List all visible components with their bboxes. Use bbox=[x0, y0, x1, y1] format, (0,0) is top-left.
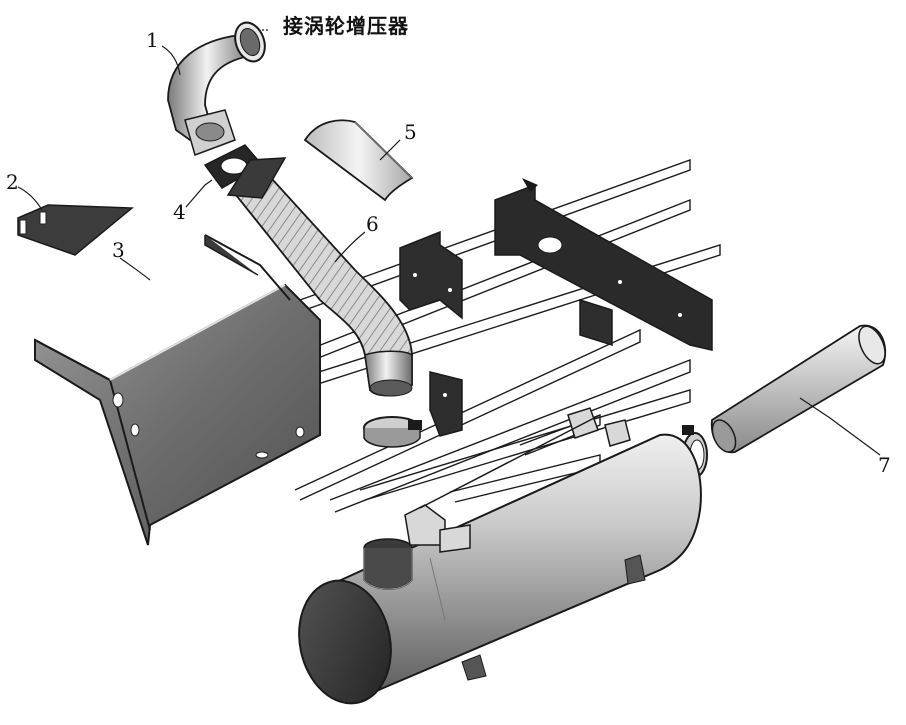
elbow-pipe bbox=[167, 21, 266, 156]
muffler bbox=[298, 407, 702, 705]
pipe-clamp bbox=[363, 416, 422, 448]
turbocharger-connection-label: 接涡轮增压器 bbox=[283, 14, 409, 38]
engine-cover-panel bbox=[34, 234, 321, 546]
callout-4: 4 bbox=[173, 200, 186, 224]
callout-7: 7 bbox=[878, 453, 891, 477]
callout-3: 3 bbox=[112, 238, 125, 262]
tail-pipe bbox=[710, 324, 887, 454]
leader-lines bbox=[17, 29, 881, 456]
callout-2: 2 bbox=[6, 170, 19, 194]
flexible-bellows-pipe bbox=[226, 157, 413, 397]
callout-5: 5 bbox=[404, 120, 417, 144]
small-plate-bracket bbox=[429, 298, 613, 437]
long-frame-bracket bbox=[494, 178, 713, 351]
u-mount-bracket bbox=[399, 230, 463, 320]
heat-shield bbox=[303, 119, 414, 202]
callout-6: 6 bbox=[366, 212, 379, 236]
callout-1: 1 bbox=[146, 28, 159, 52]
triangular-bracket bbox=[17, 204, 135, 256]
